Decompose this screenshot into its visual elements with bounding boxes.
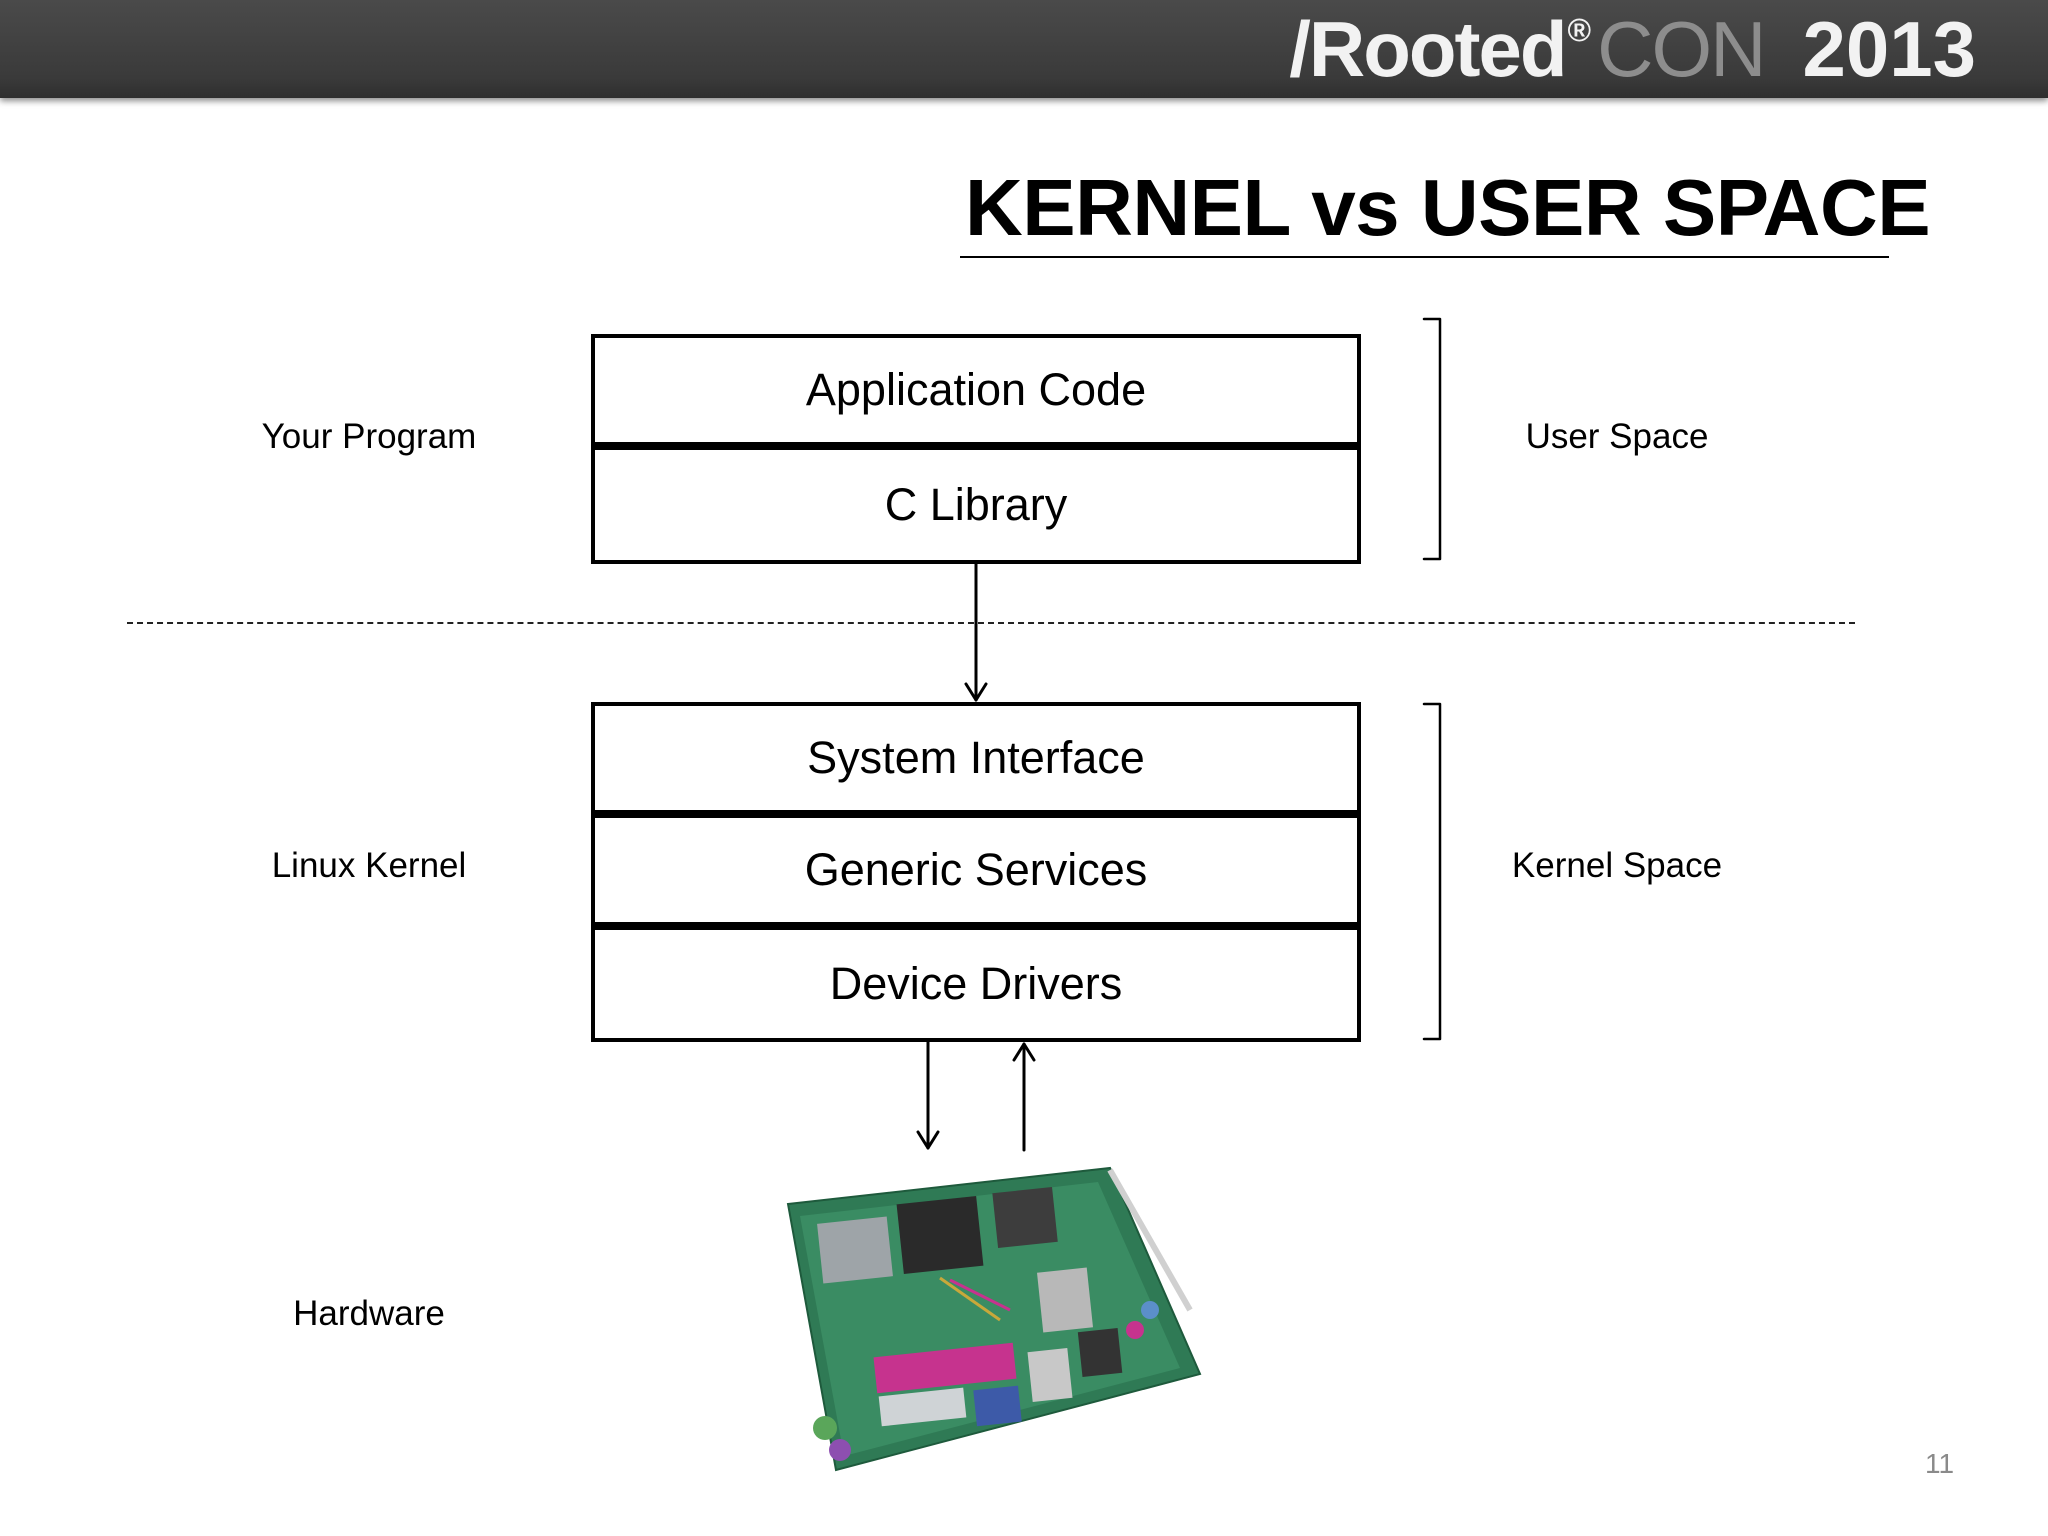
arrow-library-to-system-interface [964,562,988,702]
logo-con-text: CON [1597,5,1766,93]
slide-title: KERNEL vs USER SPACE [965,163,1931,252]
label-hardware: Hardware [293,1294,445,1333]
title-underline [960,256,1889,258]
label-kernel-space: Kernel Space [1511,846,1723,885]
box-application-code: Application Code [591,334,1361,446]
box-device-drivers: Device Drivers [591,926,1361,1042]
logo-rooted-text: /Rooted [1289,5,1567,93]
motherboard-image [786,1166,1202,1472]
label-linux-kernel: Linux Kernel [271,846,467,885]
arrow-drivers-to-hardware [916,1040,940,1150]
header-banner: /Rooted ® CON 2013 [0,0,2048,98]
label-user-space: User Space [1525,417,1709,456]
logo-registered-mark: ® [1567,12,1592,48]
box-generic-services: Generic Services [591,814,1361,926]
arrow-hardware-to-drivers [1012,1042,1036,1152]
page-number: 11 [1925,1448,1955,1479]
user-kernel-divider [127,622,1855,624]
logo-year: 2013 [1802,5,1976,93]
bracket-user-space [1422,317,1442,561]
rootedcon-logo: /Rooted ® CON 2013 [1289,4,1976,94]
label-your-program: Your Program [261,417,477,456]
box-system-interface: System Interface [591,702,1361,814]
bracket-kernel-space [1422,702,1442,1041]
box-c-library: C Library [591,446,1361,564]
